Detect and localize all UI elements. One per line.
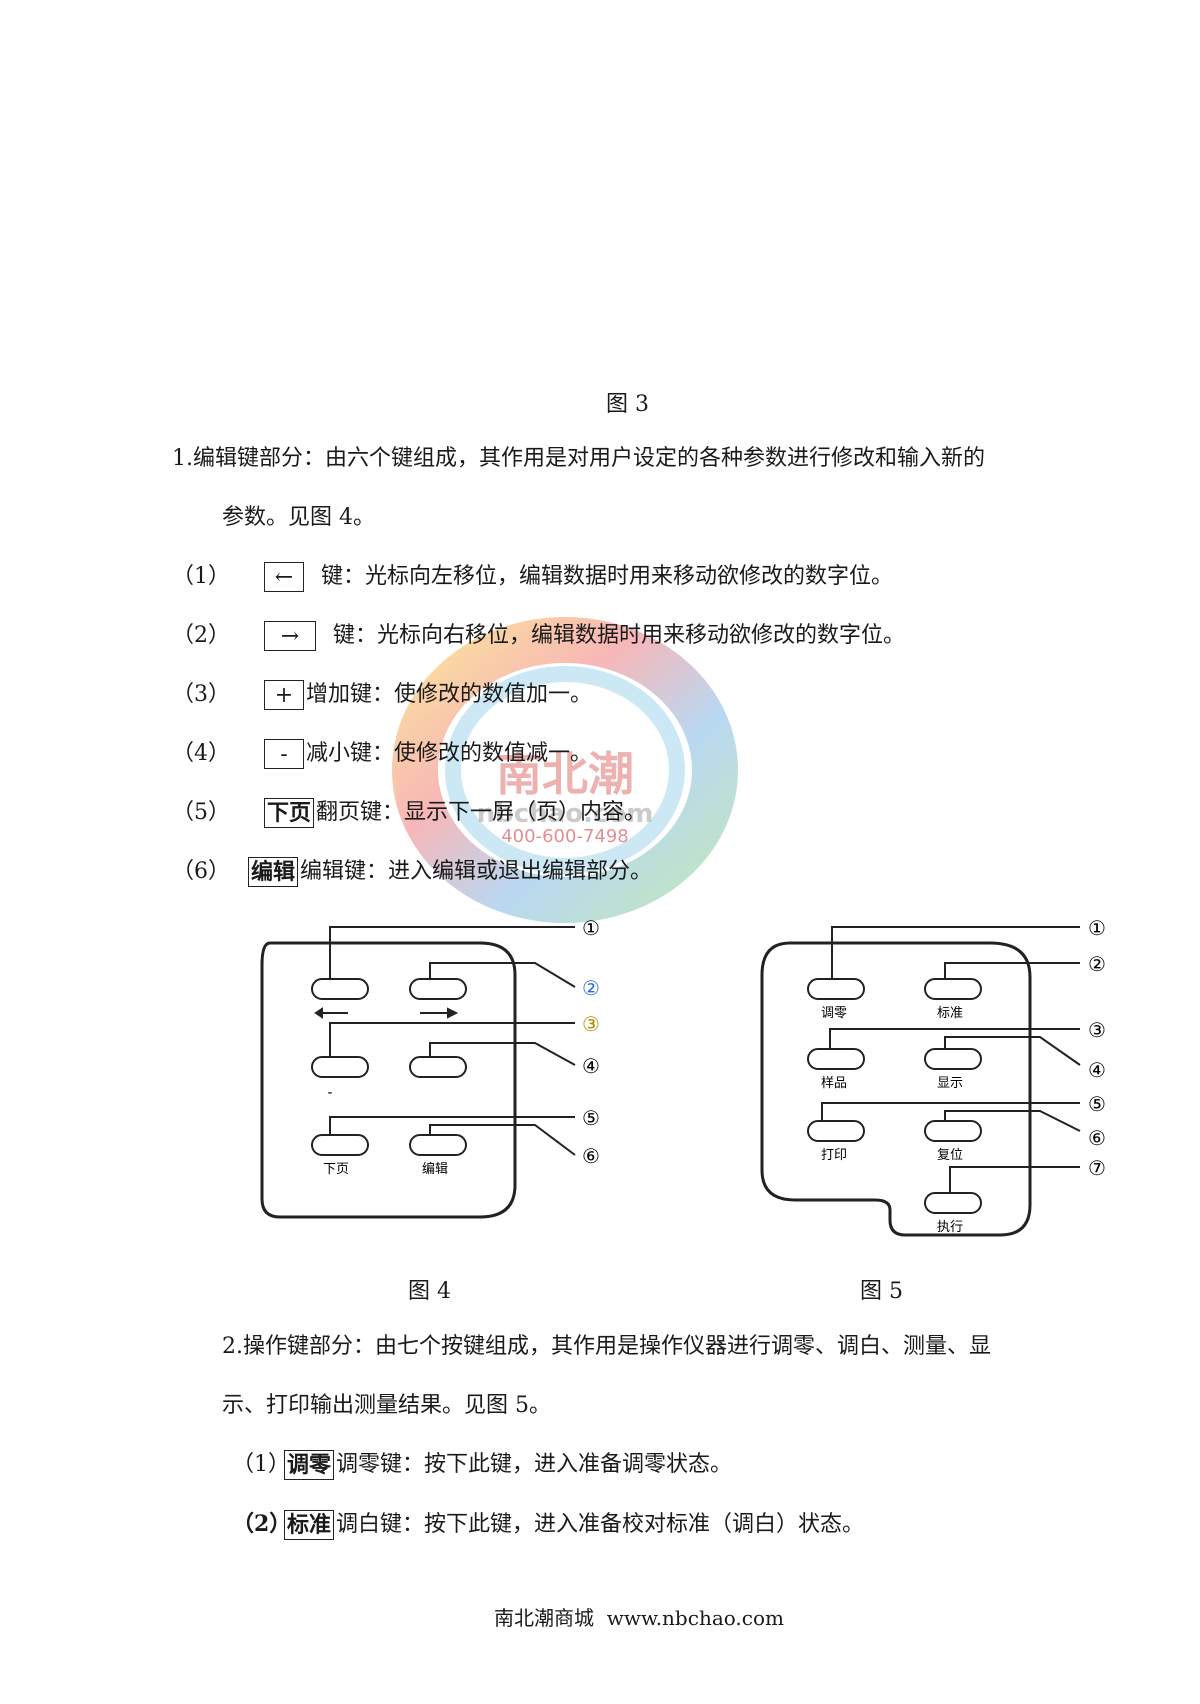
minus-label: - (327, 1085, 332, 1101)
item-text: 调零键：按下此键，进入准备调零状态。 (336, 1452, 733, 1477)
watermark-brand: 南北潮 (496, 747, 634, 801)
execute-label: 执行 (937, 1220, 963, 1235)
fig5-caption: 图 5 (860, 1279, 903, 1304)
zero-label: 调零 (821, 1006, 847, 1021)
item-number: （2） (172, 623, 230, 648)
item-number: （2） (232, 1511, 292, 1537)
key-display (924, 1048, 982, 1070)
standard-key: 标准 (284, 1510, 335, 1540)
item-number: （1） (172, 564, 230, 589)
callout-3: ③ (582, 1012, 600, 1036)
list-item: （3） +增加键：使修改的数值加一。 (172, 680, 592, 710)
minus-key: - (264, 739, 304, 769)
list-item: （4） -减小键：使修改的数值减一。 (172, 739, 592, 769)
key-edit (409, 1134, 467, 1156)
item-text: 键：光标向右移位，编辑数据时用来移动欲修改的数字位。 (333, 623, 906, 648)
key-plus (311, 1056, 369, 1078)
item-number: （5） (172, 800, 230, 825)
reset-label: 复位 (937, 1148, 963, 1163)
callout-4: ④ (1088, 1058, 1106, 1082)
list-item: （1） ← 键：光标向左移位，编辑数据时用来移动欲修改的数字位。 (172, 562, 893, 592)
standard-label: 标准 (937, 1006, 963, 1021)
list-item: （2）标准调白键：按下此键，进入准备校对标准（调白）状态。 (232, 1509, 864, 1540)
sample-label: 样品 (821, 1076, 847, 1091)
callout-5: ⑤ (582, 1106, 600, 1130)
callout-1: ① (1088, 916, 1106, 940)
callout-2: ② (582, 976, 600, 1000)
list-item: （5） 下页翻页键：显示下一屏（页）内容。 (172, 798, 646, 828)
item-text: 编辑键：进入编辑或退出编辑部分。 (300, 859, 653, 884)
item-number: （6） (172, 859, 230, 884)
fig3-caption: 图 3 (606, 392, 649, 417)
callout-7: ⑦ (1088, 1156, 1106, 1180)
figure-4: ① ② ③ ④ ⑤ ⑥ - 下页 编辑 (260, 916, 600, 1219)
key-zero (807, 978, 865, 1000)
list-item: （1）调零调零键：按下此键，进入准备调零状态。 (232, 1450, 732, 1480)
section1-line1: 1.编辑键部分：由六个键组成，其作用是对用户设定的各种参数进行修改和输入新的 (172, 446, 985, 471)
section2-line1: 2.操作键部分：由七个按键组成，其作用是操作仪器进行调零、调白、测量、显 (222, 1334, 991, 1359)
callout-4: ④ (582, 1054, 600, 1078)
item-number: （1） (232, 1452, 290, 1477)
callout-3: ③ (1088, 1018, 1106, 1042)
panel-outline (260, 941, 517, 1219)
key-execute (924, 1192, 982, 1214)
item-number: （3） (172, 682, 230, 707)
key-standard (924, 978, 982, 1000)
key-minus (409, 1056, 467, 1078)
list-item: （6） 编辑编辑键：进入编辑或退出编辑部分。 (172, 857, 652, 887)
item-text: 翻页键：显示下一屏（页）内容。 (316, 800, 647, 825)
item-text: 增加键：使修改的数值加一。 (306, 682, 593, 707)
display-label: 显示 (937, 1076, 963, 1091)
watermark-logo: 南北潮 nbchao.com 400-600-7498 (392, 617, 738, 923)
page-label: 下页 (323, 1162, 349, 1177)
edit-key: 编辑 (248, 857, 299, 887)
right-arrow-key: → (264, 621, 316, 651)
section1-line2: 参数。见图 4。 (222, 505, 375, 530)
figure-5: ① ② ③ ④ ⑤ ⑥ ⑦ 调零 标准 样品 显示 打印 复位 执行 (760, 916, 1106, 1237)
left-arrow-key: ← (264, 562, 304, 592)
item-text: 键：光标向左移位，编辑数据时用来移动欲修改的数字位。 (321, 564, 894, 589)
print-label: 打印 (821, 1148, 847, 1163)
page-footer: 南北潮商城 www.nbchao.com (494, 1606, 784, 1630)
callout-6: ⑥ (1088, 1126, 1106, 1150)
key-sample (807, 1048, 865, 1070)
key-left (311, 978, 369, 1000)
callout-5: ⑤ (1088, 1092, 1106, 1116)
item-text: 减小键：使修改的数值减一。 (306, 741, 593, 766)
callout-1: ① (582, 916, 600, 940)
item-text: 调白键：按下此键，进入准备校对标准（调白）状态。 (336, 1512, 865, 1537)
watermark-phone: 400-600-7498 (501, 826, 629, 847)
key-print (807, 1120, 865, 1142)
key-page (311, 1134, 369, 1156)
list-item: （2） → 键：光标向右移位，编辑数据时用来移动欲修改的数字位。 (172, 621, 905, 651)
fig4-caption: 图 4 (408, 1279, 451, 1304)
edit-label: 编辑 (422, 1162, 448, 1177)
callout-2: ② (1088, 952, 1106, 976)
callout-6: ⑥ (582, 1144, 600, 1168)
section2-line2: 示、打印输出测量结果。见图 5。 (222, 1393, 551, 1418)
plus-key: + (264, 680, 304, 710)
page-down-key: 下页 (264, 798, 315, 828)
item-number: （4） (172, 741, 230, 766)
watermark-domain: nbchao.com (477, 799, 654, 829)
zero-key: 调零 (284, 1450, 335, 1480)
panel-outline (760, 941, 1032, 1237)
key-reset (924, 1120, 982, 1142)
key-right (409, 978, 467, 1000)
